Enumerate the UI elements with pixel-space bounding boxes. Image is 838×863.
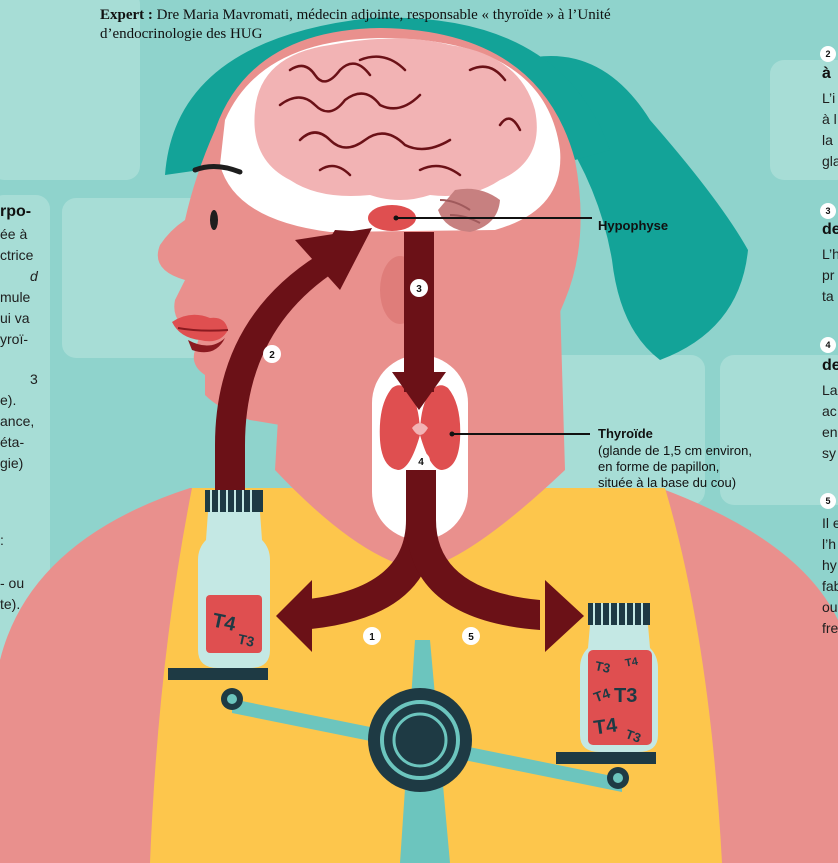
left-text-12: : [0, 530, 4, 551]
thyroide-desc-3: située à la base du cou) [598, 475, 736, 490]
badge-4: 4 [418, 457, 424, 468]
right-heading-3: de [822, 220, 838, 240]
left-text-6: yroï- [0, 329, 28, 350]
right-b3-line-0: L’h [822, 244, 838, 265]
bottle-right-l0: T3 [594, 658, 612, 676]
right-b4-line-0: La [822, 380, 838, 401]
expert-credit: Expert : Dre Maria Mavromati, médecin ad… [100, 6, 700, 44]
right-b2-line-0: L’i [822, 88, 835, 109]
badge-1: 1 [369, 632, 375, 643]
left-text-11: gie) [0, 453, 23, 474]
left-text-9: ance, [0, 411, 34, 432]
left-text-0: rpo- [0, 202, 31, 222]
thyroide-label: Thyroïde [598, 426, 653, 441]
right-b5-line-5: fre [822, 618, 838, 639]
bottle-left: T4 T3 [198, 490, 270, 668]
right-heading-4: de [822, 356, 838, 376]
right-num-4: 4 [820, 337, 836, 353]
right-num-3: 3 [820, 203, 836, 219]
left-text-4: mule [0, 287, 30, 308]
hypophyse-label: Hypophyse [598, 218, 668, 233]
thyroide-desc-2: en forme de papillon, [598, 459, 719, 474]
badge-5: 5 [468, 632, 474, 643]
right-b5-line-0: Il e [822, 513, 838, 534]
left-text-1: ée à [0, 224, 27, 245]
left-text-3: d [30, 266, 38, 287]
right-b5-line-1: l’h [822, 534, 836, 555]
right-b3-line-2: ta [822, 286, 834, 307]
right-b4-line-1: ac [822, 401, 837, 422]
eye [210, 210, 218, 230]
left-text-14: te). [0, 594, 20, 615]
expert-text: Dre Maria Mavromati, médecin adjointe, r… [100, 7, 611, 42]
badge-3: 3 [416, 284, 422, 295]
left-text-13: - ou [0, 573, 24, 594]
left-text-7: 3 [30, 369, 38, 390]
right-b5-line-3: fab [822, 576, 838, 597]
right-b4-line-2: en [822, 422, 838, 443]
right-b5-line-4: ou [822, 597, 838, 618]
left-text-8: e). [0, 390, 16, 411]
badge-2: 2 [269, 350, 275, 361]
expert-label: Expert [100, 7, 144, 23]
right-num-2: 2 [820, 46, 836, 62]
right-b2-line-2: la [822, 130, 833, 151]
left-text-2: ctrice [0, 245, 33, 266]
right-num-5: 5 [820, 493, 836, 509]
right-b4-line-3: sy [822, 443, 836, 464]
thyroide-desc-1: (glande de 1,5 cm environ, [598, 443, 752, 458]
right-b2-line-3: gla [822, 151, 838, 172]
bottle-right-l3: T3 [614, 685, 637, 707]
right-b3-line-1: pr [822, 265, 834, 286]
left-text-5: ui va [0, 308, 30, 329]
right-b2-line-1: à l [822, 109, 837, 130]
left-text-10: éta- [0, 432, 24, 453]
bottle-right: T3 T4 T4 T3 T4 T3 [580, 603, 658, 752]
bottle-right-l4: T4 [592, 714, 619, 739]
right-heading-2: à [822, 64, 831, 84]
right-b5-line-2: hy [822, 555, 837, 576]
